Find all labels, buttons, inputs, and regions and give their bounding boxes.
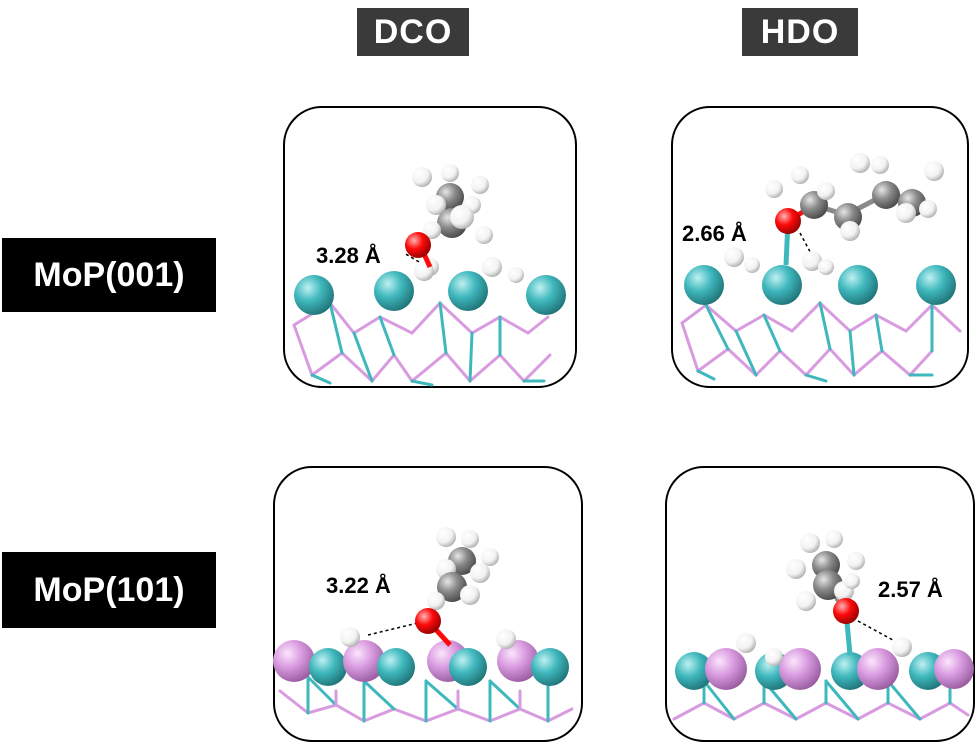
mo-atom — [449, 648, 487, 686]
h-atom — [450, 205, 474, 229]
p-atom — [273, 640, 315, 682]
distance-label: 3.22 Å — [326, 572, 391, 598]
h-atom — [817, 182, 835, 200]
h-atom — [765, 180, 783, 198]
h-atom — [744, 257, 760, 273]
h-atom — [850, 153, 870, 173]
h-atom — [423, 221, 441, 239]
h-atom — [924, 161, 944, 181]
panel-mop001-dco: 3.28 Å — [282, 105, 578, 389]
h-atom — [441, 164, 459, 182]
p-atom — [343, 640, 385, 682]
panel-mop101-dco: 3.22 Å — [272, 465, 584, 743]
mo-atom — [309, 648, 347, 686]
h-atom — [892, 637, 912, 657]
h-atom — [847, 552, 865, 570]
p-atom — [779, 648, 821, 690]
distance-label: 2.66 Å — [682, 220, 747, 246]
mo-atom — [448, 271, 488, 311]
h-atom — [844, 573, 860, 589]
h-atom — [436, 527, 456, 547]
h-atom — [840, 221, 860, 241]
p-atom — [497, 640, 539, 682]
o-atom — [415, 608, 441, 634]
h-atom — [724, 247, 744, 267]
mo-atom — [531, 648, 569, 686]
lattice-bonds — [292, 300, 552, 387]
h-atom — [800, 533, 820, 553]
mo-atom — [675, 652, 713, 690]
p-atom — [705, 648, 747, 690]
distance-label: 3.28 Å — [316, 242, 381, 268]
panel-mop001-hdo: 2.66 Å — [670, 105, 970, 389]
o-atom — [775, 208, 801, 234]
h-atom — [796, 591, 816, 611]
mo-atom — [374, 271, 414, 311]
h-atom — [919, 200, 937, 218]
h-atom — [871, 156, 889, 174]
mo-atom — [684, 265, 724, 305]
lattice-bonds — [278, 675, 574, 723]
row-label-mop001: MoP(001) — [2, 238, 216, 312]
mo-atom — [526, 275, 566, 315]
panel-mop101-hdo: 2.57 Å — [664, 465, 976, 743]
row-label-mop101: MoP(101) — [2, 552, 216, 628]
mo-atom — [916, 265, 956, 305]
panel-frame — [665, 466, 975, 742]
h-atom — [471, 176, 489, 194]
h-atom — [786, 559, 806, 579]
h-atom — [481, 548, 499, 566]
mo-atom — [838, 265, 878, 305]
c-atom — [872, 181, 900, 209]
distance-label: 2.57 Å — [878, 576, 943, 602]
h-atom — [475, 226, 493, 244]
h-atom — [496, 629, 516, 649]
h-atom — [470, 563, 490, 583]
o-atom — [833, 598, 859, 624]
h-atom — [765, 648, 783, 666]
h-atom — [736, 633, 756, 653]
h-atom — [460, 585, 480, 605]
column-header-hdo: HDO — [742, 8, 858, 56]
h-atom — [482, 257, 502, 277]
h-atom — [340, 627, 360, 647]
mo-atom — [762, 265, 802, 305]
mo-atom — [294, 275, 334, 315]
h-atom — [896, 203, 916, 223]
h-atom — [426, 195, 446, 215]
h-atom — [825, 530, 843, 548]
h-atom — [412, 167, 432, 187]
h-atom — [508, 267, 524, 283]
lattice-bonds — [672, 679, 970, 721]
p-atom — [934, 649, 974, 689]
h-atom — [802, 251, 822, 271]
h-atom — [427, 592, 445, 610]
h-atom — [461, 530, 479, 548]
lattice-bonds — [680, 300, 962, 383]
mo-atom — [377, 648, 415, 686]
panel-frame — [671, 106, 969, 388]
h-atom — [791, 166, 809, 184]
o-atom — [405, 232, 431, 258]
column-header-dco: DCO — [357, 8, 469, 56]
c-atom — [437, 572, 467, 602]
h-atom — [818, 259, 834, 275]
p-atom — [857, 648, 899, 690]
